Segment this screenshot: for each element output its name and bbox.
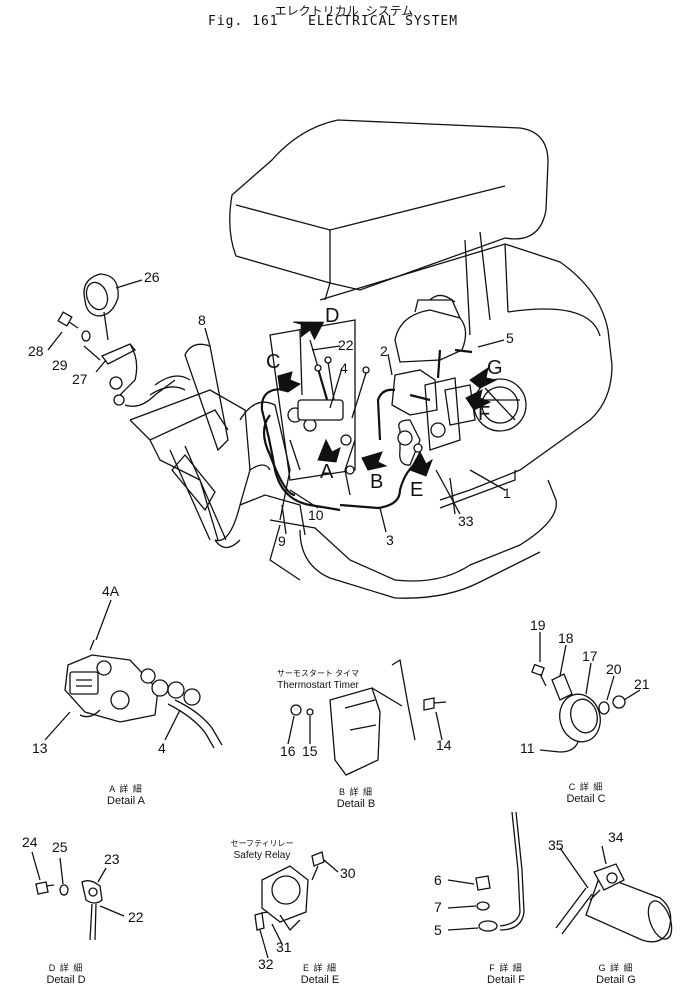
detail-g-callout-34: 34 <box>608 829 624 845</box>
detail-g-drawing: 34 35 <box>548 829 673 943</box>
detail-c-caption-en: Detail C <box>566 793 606 805</box>
detail-a-caption: A 詳 細 Detail A <box>96 783 156 807</box>
detail-c-callout-17: 17 <box>582 648 598 664</box>
callout-5: 5 <box>506 330 514 346</box>
detail-g-caption-jp: G 詳 細 <box>598 963 634 973</box>
detail-b-callout-15: 15 <box>302 743 318 759</box>
callout-9: 9 <box>278 533 286 549</box>
detail-a-caption-jp: A 詳 細 <box>109 784 143 794</box>
detail-d-callout-25: 25 <box>52 839 68 855</box>
detail-c-callout-19: 19 <box>530 617 546 633</box>
detail-a-callout-4: 4 <box>158 740 166 756</box>
detail-c-drawing: 19 18 17 20 21 11 <box>520 617 650 756</box>
detail-e-caption-jp: E 詳 細 <box>302 963 337 973</box>
view-letter-g: G <box>487 357 503 379</box>
detail-b-drawing: 16 15 14 <box>280 658 452 776</box>
detail-d-caption-en: Detail D <box>46 974 86 985</box>
detail-g-callout-35: 35 <box>548 837 564 853</box>
detail-c-caption: C 詳 細 Detail C <box>556 781 616 805</box>
callout-1: 1 <box>503 485 511 501</box>
detail-d-callout-22: 22 <box>128 909 144 925</box>
machine-illustration <box>129 119 613 599</box>
detail-d-caption: D 詳 細 Detail D <box>36 962 96 985</box>
detail-d-callout-23: 23 <box>104 851 120 867</box>
detail-e-drawing: 30 31 32 <box>254 851 356 972</box>
detail-e-callout-32: 32 <box>258 956 274 972</box>
detail-e-caption-en: Detail E <box>300 974 340 985</box>
title-japanese: エレクトリカル システム <box>274 4 414 18</box>
view-letter-a: A <box>320 461 334 483</box>
callout-33: 33 <box>458 513 474 529</box>
detail-d-caption-jp: D 詳 細 <box>48 963 84 973</box>
callout-4: 4 <box>340 360 348 376</box>
detail-f-caption-en: Detail F <box>487 974 525 985</box>
view-letter-f: F <box>478 403 490 425</box>
callout-26: 26 <box>144 269 160 285</box>
detail-f-caption-jp: F 詳 細 <box>489 963 523 973</box>
thermostart-timer-label-jp: サーモスタート タイマ <box>276 669 360 678</box>
work-lamp <box>57 273 176 407</box>
callout-29: 29 <box>52 357 68 373</box>
callout-10: 10 <box>308 507 324 523</box>
detail-c-callout-18: 18 <box>558 630 574 646</box>
detail-f-callout-6: 6 <box>434 872 442 888</box>
view-letter-d: D <box>325 305 339 327</box>
detail-e-callout-31: 31 <box>276 939 292 955</box>
leader-lines <box>47 279 506 535</box>
callout-22: 22 <box>338 337 354 353</box>
view-arrows <box>277 321 498 477</box>
detail-f-callout-5: 5 <box>434 922 442 938</box>
view-letter-c: C <box>266 351 280 373</box>
detail-c-callout-20: 20 <box>606 661 622 677</box>
detail-a-callout-4a: 4A <box>102 583 120 599</box>
detail-b-caption-jp: B 詳 細 <box>338 787 373 797</box>
callout-2: 2 <box>380 343 388 359</box>
detail-g-caption-en: Detail G <box>596 974 636 985</box>
callout-27: 27 <box>72 371 88 387</box>
detail-b-callout-14: 14 <box>436 737 452 753</box>
detail-d-drawing: 24 25 23 22 <box>22 834 144 941</box>
thermostart-timer-label: サーモスタート タイマ Thermostart Timer <box>258 668 378 692</box>
diagram-title: ELECTRICAL SYSTEM <box>308 14 459 29</box>
safety-relay-label-en: Safety Relay <box>233 850 291 861</box>
safety-relay-label: セーフティリレー Safety Relay <box>222 838 302 862</box>
figure-number: Fig. 161 <box>208 14 279 29</box>
main-callouts: 26 8 28 29 27 22 4 2 5 1 33 3 10 9 D C A… <box>28 269 514 549</box>
detail-d-callout-24: 24 <box>22 834 38 850</box>
detail-f-drawing: 6 7 5 <box>434 811 525 938</box>
detail-e-caption: E 詳 細 Detail E <box>290 962 350 985</box>
callout-8: 8 <box>198 312 206 328</box>
view-letter-e: E <box>410 479 423 501</box>
callout-28: 28 <box>28 343 44 359</box>
view-letter-b: B <box>370 471 383 493</box>
detail-b-caption: B 詳 細 Detail B <box>326 786 386 810</box>
detail-f-callout-7: 7 <box>434 899 442 915</box>
detail-g-caption: G 詳 細 Detail G <box>586 962 646 985</box>
detail-b-callout-16: 16 <box>280 743 296 759</box>
detail-e-callout-30: 30 <box>340 865 356 881</box>
thermostart-timer-label-en: Thermostart Timer <box>277 680 359 691</box>
safety-relay-label-jp: セーフティリレー <box>230 839 294 848</box>
detail-a-callout-13: 13 <box>32 740 48 756</box>
detail-a-caption-en: Detail A <box>107 795 145 807</box>
detail-c-caption-jp: C 詳 細 <box>568 782 604 792</box>
detail-a-drawing: 4A 13 4 <box>32 583 223 756</box>
detail-b-caption-en: Detail B <box>336 798 376 810</box>
callout-3: 3 <box>386 532 394 548</box>
detail-f-caption: F 詳 細 Detail F <box>476 962 536 985</box>
detail-c-callout-21: 21 <box>634 676 650 692</box>
detail-c-callout-11: 11 <box>520 740 535 756</box>
